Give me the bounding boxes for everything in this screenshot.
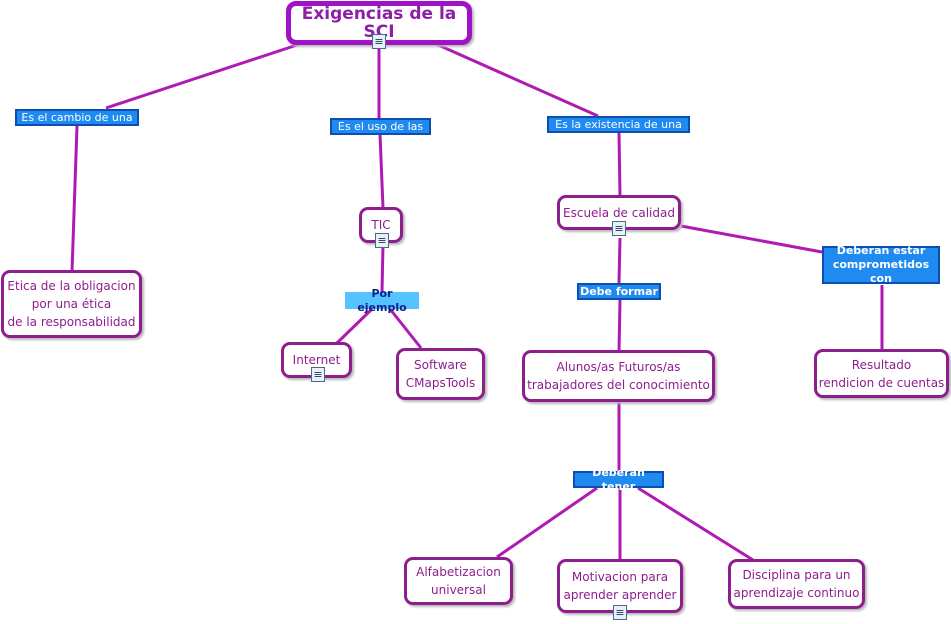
phrase-debe-formar[interactable]: Debe formar <box>577 283 661 300</box>
phrase-cambio[interactable]: Es el cambio de una <box>15 109 139 126</box>
phrase-comprometidos[interactable]: Deberan estar comprometidos con <box>822 244 940 285</box>
phrase-existencia[interactable]: Es la existencia de una <box>547 116 690 133</box>
phrase-deberan-tener[interactable]: Deberan tener <box>573 466 664 493</box>
link-ejemplo-internet <box>335 307 374 345</box>
document-icon[interactable] <box>372 34 386 49</box>
concept-alfabetizacion[interactable]: Alfabetizacion universal <box>404 557 513 605</box>
link-root-existencia <box>435 42 599 118</box>
document-icon[interactable] <box>311 367 325 382</box>
document-icon[interactable] <box>613 605 627 620</box>
link-escuela-comprometidos <box>680 224 823 254</box>
phrase-uso[interactable]: Es el uso de las <box>330 118 431 135</box>
document-icon[interactable] <box>612 221 626 236</box>
link-tener-disciplina <box>637 486 754 562</box>
link-existencia-escuela <box>617 132 622 198</box>
concept-alumnos[interactable]: Alunos/as Futuros/as trabajadores del co… <box>522 350 715 402</box>
concept-disciplina[interactable]: Disciplina para un aprendizaje continuo <box>728 559 865 609</box>
link-escuela-formar <box>617 237 622 284</box>
concept-escuela[interactable]: Escuela de calidad <box>557 195 681 230</box>
document-icon[interactable] <box>375 233 389 248</box>
link-tener-alfabetizacion <box>496 486 598 559</box>
link-ejemplo-software <box>388 308 423 349</box>
concept-software[interactable]: Software CMapsTools <box>396 348 485 400</box>
link-formar-alumnos <box>617 299 622 353</box>
phrase-por-ejemplo[interactable]: Por ejemplo <box>345 287 419 314</box>
concept-resultado[interactable]: Resultado rendicion de cuentas <box>814 349 949 398</box>
concept-tic[interactable]: TIC <box>359 207 403 243</box>
link-uso-tic <box>378 133 385 209</box>
link-cambio-etica <box>70 125 79 273</box>
link-tic-ejemplo <box>380 243 385 293</box>
concept-etica[interactable]: Etica de la obligacion por una ética de … <box>1 270 142 338</box>
link-root-cambio <box>105 42 301 110</box>
